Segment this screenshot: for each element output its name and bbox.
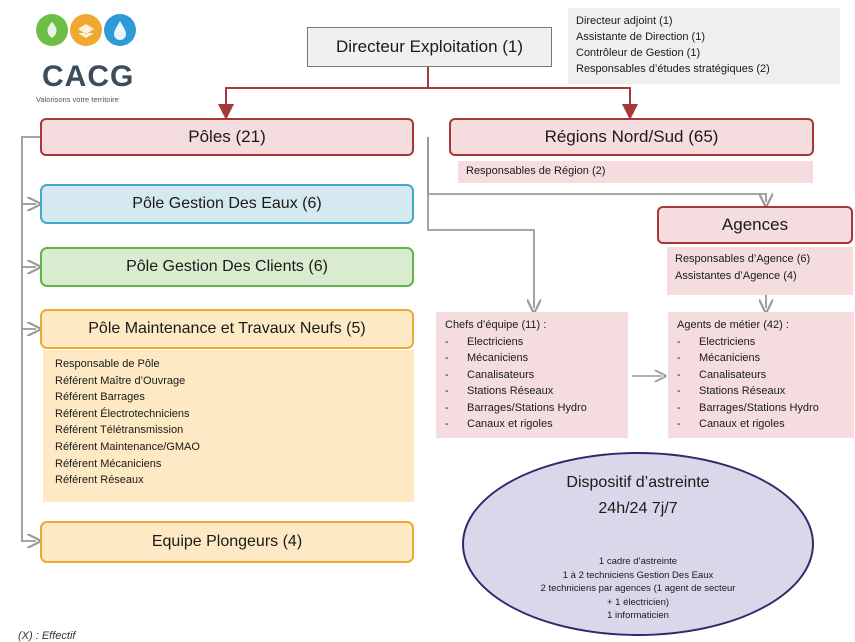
agents-item: Electriciens	[677, 334, 845, 351]
astreinte-line: 1 informaticien	[607, 610, 669, 621]
staff-line: Assistante de Direction (1)	[576, 31, 705, 43]
agents-metier-box: Agents de métier (42) : Electriciens Méc…	[668, 312, 854, 438]
agences-label: Agences	[721, 215, 789, 234]
pole-gestion-eaux-label: Pôle Gestion Des Eaux (6)	[132, 195, 322, 212]
chefs-item: Canalisateurs	[445, 367, 619, 384]
logo-green-circle-icon	[36, 14, 68, 46]
astreinte-schedule: 24h/24 7j/7	[598, 500, 678, 517]
logo-tagline: Valorisons votre territoire	[36, 95, 119, 104]
staff-line: Directeur adjoint (1)	[576, 15, 673, 27]
referent-line: Référent Maintenance/GMAO	[55, 440, 200, 453]
agents-item: Stations Réseaux	[677, 383, 845, 400]
astreinte-line: + 1 électricien)	[606, 596, 670, 608]
referent-line: Référent Mécaniciens	[55, 457, 162, 470]
referent-line: Responsable de Pôle	[55, 358, 160, 370]
pole-maintenance-label: Pôle Maintenance et Travaux Neufs (5)	[88, 320, 366, 337]
agences-box: Agences	[657, 206, 853, 244]
pole-gestion-eaux-box: Pôle Gestion Des Eaux (6)	[40, 184, 414, 224]
chefs-item: Stations Réseaux	[445, 383, 619, 400]
staff-line: Responsables d’études stratégiques (2)	[576, 63, 770, 75]
pole-maintenance-box: Pôle Maintenance et Travaux Neufs (5)	[40, 309, 414, 349]
director-label: Directeur Exploitation (1)	[335, 37, 524, 56]
astreinte-ellipse: Dispositif d’astreinte 24h/24 7j/7 1 cad…	[462, 452, 814, 636]
staff-line: Contrôleur de Gestion (1)	[576, 47, 701, 59]
logo-blue-circle-icon	[104, 14, 136, 46]
region-managers-note: Responsables de Région (2)	[458, 161, 813, 183]
agents-item: Mécaniciens	[677, 350, 845, 367]
agency-staff-note: Responsables d’Agence (6) Assistantes d’…	[667, 247, 853, 295]
agents-item: Canalisateurs	[677, 367, 845, 384]
footnote: (X) : Effectif	[18, 630, 76, 642]
referent-line: Référent Électrotechniciens	[55, 407, 190, 420]
chefs-item: Electriciens	[445, 334, 619, 351]
astreinte-line: 2 techniciens par agences (1 agent de se…	[540, 583, 736, 594]
logo-name: CACG	[42, 60, 135, 93]
agents-title: Agents de métier (42) :	[677, 319, 789, 331]
poles-box: Pôles (21)	[40, 118, 414, 156]
direction-staff-note: Directeur adjoint (1) Assistante de Dire…	[568, 8, 840, 84]
regions-label: Régions Nord/Sud (65)	[544, 127, 719, 146]
pole-gestion-clients-box: Pôle Gestion Des Clients (6)	[40, 247, 414, 287]
logo-orange-circle-icon	[70, 14, 102, 46]
director-box: Directeur Exploitation (1)	[307, 27, 552, 67]
agents-item: Canaux et rigoles	[677, 416, 845, 433]
chefs-title: Chefs d’équipe (11) :	[445, 319, 547, 331]
agents-item: Barrages/Stations Hydro	[677, 400, 845, 417]
regions-box: Régions Nord/Sud (65)	[449, 118, 814, 156]
poles-label: Pôles (21)	[188, 127, 266, 146]
chefs-item: Canaux et rigoles	[445, 416, 619, 433]
referent-line: Référent Télétransmission	[55, 424, 184, 437]
equipe-plongeurs-box: Equipe Plongeurs (4)	[40, 521, 414, 563]
maintenance-referents-list: Responsable de Pôle Référent Maître d’Ou…	[43, 350, 414, 502]
referent-line: Référent Barrages	[55, 391, 145, 404]
astreinte-title: Dispositif d’astreinte	[566, 474, 710, 491]
chefs-item: Barrages/Stations Hydro	[445, 400, 619, 417]
astreinte-line: 1 cadre d’astreinte	[598, 556, 678, 567]
chefs-item: Mécaniciens	[445, 350, 619, 367]
agency-staff-line: Responsables d’Agence (6)	[675, 253, 811, 265]
astreinte-line: 1 à 2 techniciens Gestion Des Eaux	[562, 569, 714, 581]
agency-staff-line: Assistantes d’Agence (4)	[675, 270, 797, 282]
chefs-equipe-box: Chefs d’équipe (11) : Electriciens Mécan…	[436, 312, 628, 438]
referent-line: Référent Maître d’Ouvrage	[55, 374, 186, 387]
referent-line: Référent Réseaux	[55, 474, 144, 487]
equipe-plongeurs-label: Equipe Plongeurs (4)	[151, 533, 303, 550]
pole-gestion-clients-label: Pôle Gestion Des Clients (6)	[126, 258, 328, 275]
astreinte-staff-list: 1 cadre d’astreinte 1 à 2 techniciens Ge…	[464, 555, 812, 623]
